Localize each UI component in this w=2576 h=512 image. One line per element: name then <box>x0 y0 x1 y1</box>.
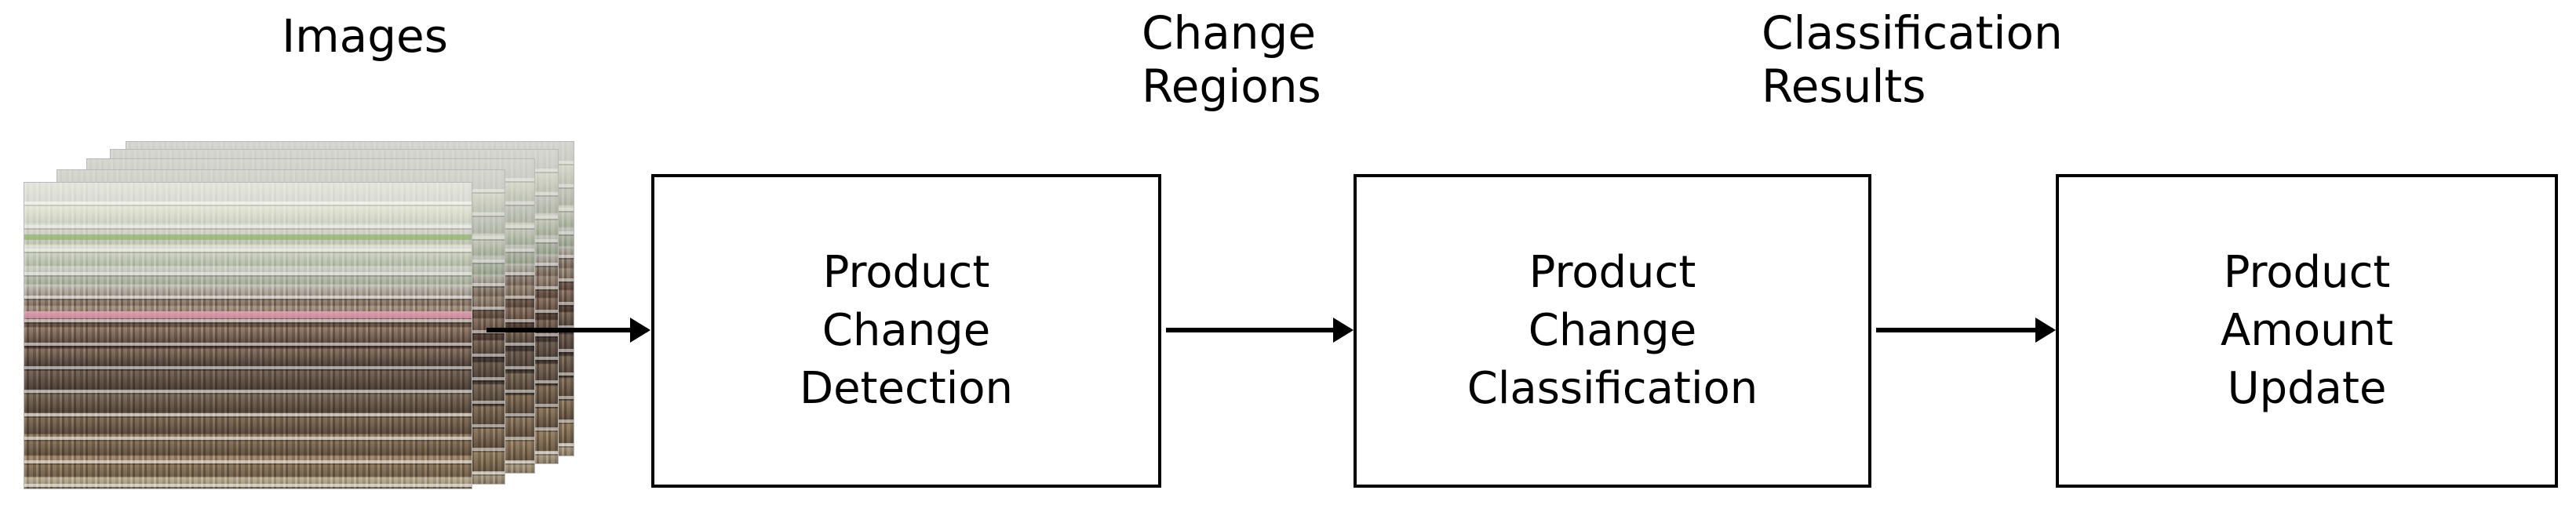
process-box-product-change-classification[interactable]: Product Change Classification <box>1354 174 1871 488</box>
process-box-product-amount-update[interactable]: Product Amount Update <box>2056 174 2558 488</box>
process-box-label: Product Change Detection <box>799 247 1014 414</box>
shelf-green-strip <box>24 234 472 241</box>
arrow-classification-to-update <box>1876 328 2053 332</box>
shelf-image-1 <box>24 182 472 489</box>
edge-label-change-regions: Change Regions <box>1142 6 1321 113</box>
images-label: Images <box>282 9 448 63</box>
images-stack <box>24 141 596 489</box>
arrow-images-to-detection <box>486 328 647 332</box>
process-box-label: Product Amount Update <box>2220 247 2394 414</box>
edge-label-classification-results: Classification Results <box>1762 6 2063 113</box>
process-box-product-change-detection[interactable]: Product Change Detection <box>651 174 1161 488</box>
arrow-detection-to-classification <box>1166 328 1350 332</box>
shelf-pink-strip <box>24 310 472 318</box>
process-box-label: Product Change Classification <box>1467 247 1758 414</box>
